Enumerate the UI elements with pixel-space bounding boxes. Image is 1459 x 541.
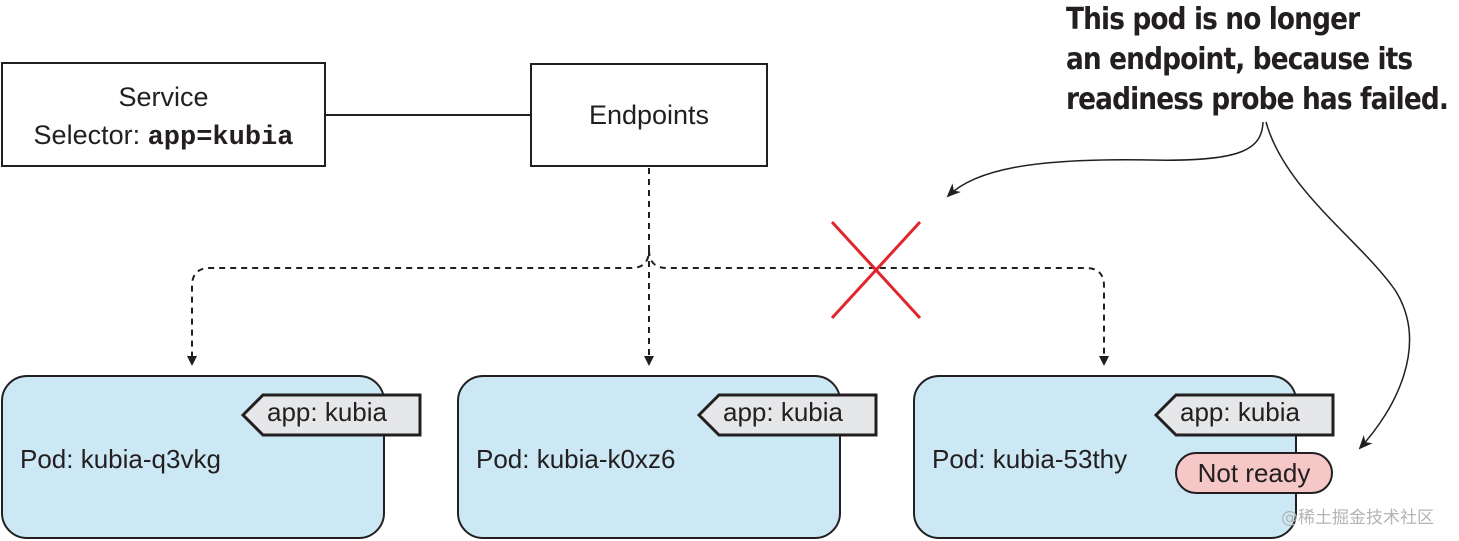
callout-line: readiness probe has failed. xyxy=(1066,82,1449,117)
pod-kubia-k0xz6: Pod: kubia-k0xz6 xyxy=(457,375,841,539)
endpoints-box: Endpoints xyxy=(530,63,768,167)
tag-label: app: kubia xyxy=(1180,397,1300,427)
tag-label: app: kubia xyxy=(723,397,843,427)
endpoints-label: Endpoints xyxy=(588,99,710,130)
service-title: Service xyxy=(118,82,209,112)
service-selector: Selector: app=kubia xyxy=(3,116,324,157)
tag-label: app: kubia xyxy=(267,397,387,427)
trunk-line xyxy=(187,168,650,366)
pod-name: Pod: kubia-q3vkg xyxy=(20,444,221,474)
endpoint-links xyxy=(187,168,1109,366)
tag-shape xyxy=(1154,393,1335,437)
callout-text: This pod is no longer an endpoint, becau… xyxy=(1066,0,1449,120)
tag-shape xyxy=(697,393,878,437)
callout-line: an endpoint, because its xyxy=(1066,42,1413,77)
service-box: Service Selector: app=kubia xyxy=(1,62,326,167)
callout-line: This pod is no longer xyxy=(1066,2,1360,37)
pod-name: Pod: kubia-k0xz6 xyxy=(476,444,676,474)
watermark: @稀土掘金技术社区 xyxy=(1281,508,1434,528)
pod-name: Pod: kubia-53thy xyxy=(932,444,1128,474)
tag-shape xyxy=(241,393,422,437)
label-tag: app: kubia xyxy=(1154,393,1335,437)
callout-arrow-to-pod xyxy=(1265,121,1411,450)
callout-arrows xyxy=(946,121,1411,450)
selector-value: app=kubia xyxy=(147,123,294,153)
selector-label: Selector: xyxy=(33,120,148,150)
label-tag: app: kubia xyxy=(241,393,422,437)
not-ready-label: Not ready xyxy=(1197,457,1311,488)
right-branch xyxy=(648,249,1109,366)
removed-cross xyxy=(830,220,922,320)
callout-arrow-to-link xyxy=(946,121,1264,198)
not-ready-badge: Not ready xyxy=(1175,452,1333,494)
label-tag: app: kubia xyxy=(697,393,878,437)
